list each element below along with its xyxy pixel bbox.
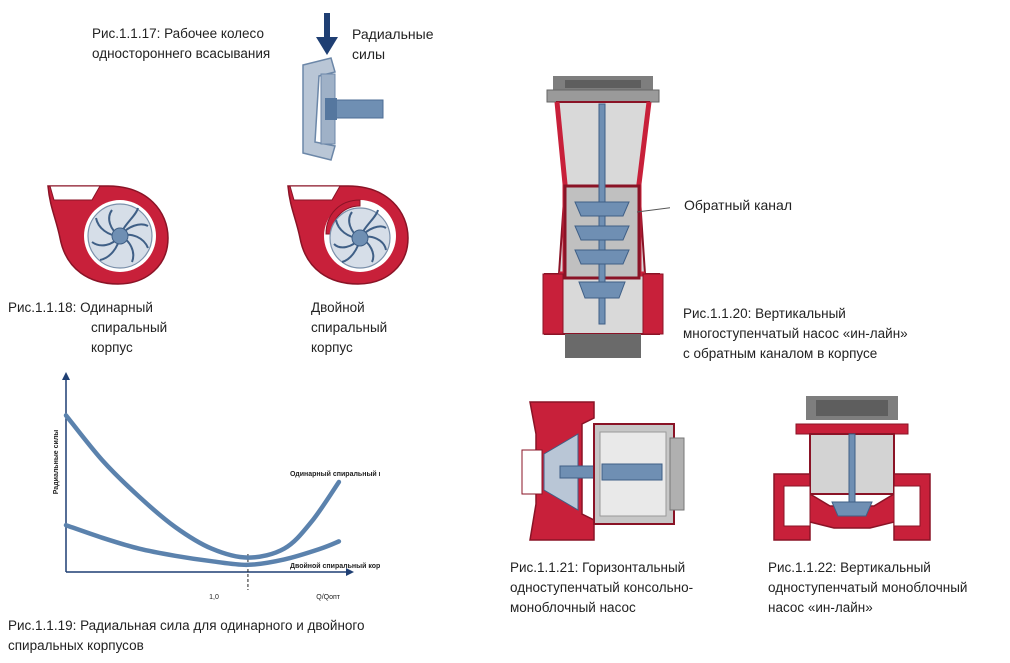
fig18-double-volute-illustration [287,185,409,285]
fig22-caption: Рис.1.1.22: Вертикальный одноступенчатый… [768,560,968,615]
fig18-caption: Рис.1.1.18: Одинарный спиральный корпус [8,300,168,355]
fig22-vertical-inline-single-stage-pump-illustration [773,396,931,541]
return-channel-callout [636,207,670,213]
force-arrow-icon [316,13,338,55]
series-line-single-volute [63,413,342,560]
fig17-impeller-illustration [302,13,384,161]
fig17-force-label: Радиальные силы [352,26,434,62]
fig19-caption: Рис.1.1.19: Радиальная сила для одинарно… [8,618,365,653]
fig19-radial-force-chart: Радиальные силы Q/Qопт 1,0 Одинарный спи… [53,372,380,601]
impeller-side-view [302,57,384,161]
fig18b-caption: Двойной спиральный корпус [311,300,388,355]
fig21-caption: Рис.1.1.21: Горизонтальный одноступенчат… [510,560,694,615]
legend-double-volute: Двойной спиральный корпус [290,562,380,570]
fig18-single-volute-illustration [47,185,169,285]
fig20-caption: Рис.1.1.20: Вертикальный многоступенчаты… [683,306,908,361]
y-axis-arrow [62,372,70,380]
y-axis-label: Радиальные силы [53,430,60,495]
x-axis-arrow [346,568,354,576]
legend-single-volute: Одинарный спиральный корпус [290,470,380,478]
x-axis-label: Q/Qопт [316,594,341,601]
fig21-horizontal-close-coupled-pump-illustration [521,401,685,541]
fig17-caption: Рис.1.1.17: Рабочее колесо одностороннег… [92,26,271,61]
series-line-double-volute [63,522,342,568]
fig20-callout: Обратный канал [684,197,792,213]
x-tick-label: 1,0 [209,594,219,601]
motor-top [546,76,660,103]
fig20-vertical-multistage-pump-illustration [542,76,670,358]
